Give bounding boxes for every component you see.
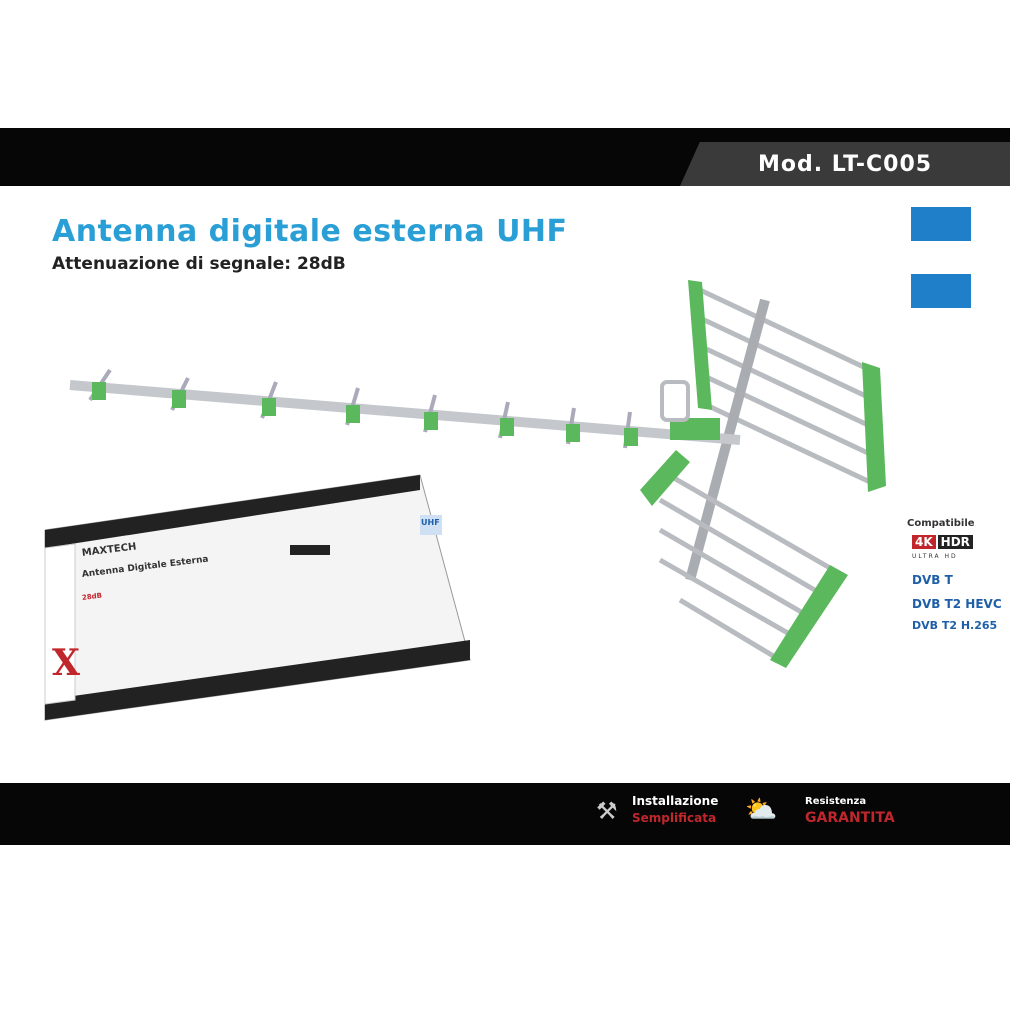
feature-line2: GARANTITA bbox=[805, 810, 895, 826]
svg-text:X: X bbox=[52, 642, 80, 684]
product-subtitle: Attenuazione di segnale: 28dB bbox=[52, 254, 346, 274]
reflector-upper bbox=[698, 287, 872, 485]
feature-resistance: Resistenza GARANTITA bbox=[805, 793, 895, 827]
weather-icon: ⛅ bbox=[745, 795, 778, 825]
uhd-label: ULTRA HD bbox=[912, 553, 958, 560]
antenna-badge-icon bbox=[911, 207, 971, 241]
feature-installation: Installazione Semplificata bbox=[632, 793, 718, 827]
tools-icon: ⚒ bbox=[596, 797, 618, 825]
box-band: UHF bbox=[421, 518, 440, 527]
reflector-lower bbox=[658, 467, 832, 663]
4k-hdr-logo: 4K HDR bbox=[912, 535, 973, 549]
product-box: X bbox=[44, 474, 471, 721]
feature-line1: Resistenza bbox=[805, 796, 867, 807]
hdr-label: HDR bbox=[937, 535, 973, 549]
4k-label: 4K bbox=[912, 535, 936, 549]
dvb-t2-h265: DVB T2 H.265 bbox=[912, 619, 998, 632]
product-title: Antenna digitale esterna UHF bbox=[52, 214, 568, 249]
dvb-t2-hevc: DVB T2 HEVC bbox=[912, 597, 1002, 611]
feature-line2: Semplificata bbox=[632, 811, 717, 825]
house-badge-icon bbox=[911, 274, 971, 308]
feature-line1: Installazione bbox=[632, 794, 719, 808]
bottom-band bbox=[0, 783, 1010, 845]
dvb-t: DVB T bbox=[912, 573, 953, 587]
model-label: Mod. LT-C005 bbox=[680, 142, 1010, 186]
compat-heading: Compatibile bbox=[907, 518, 975, 529]
